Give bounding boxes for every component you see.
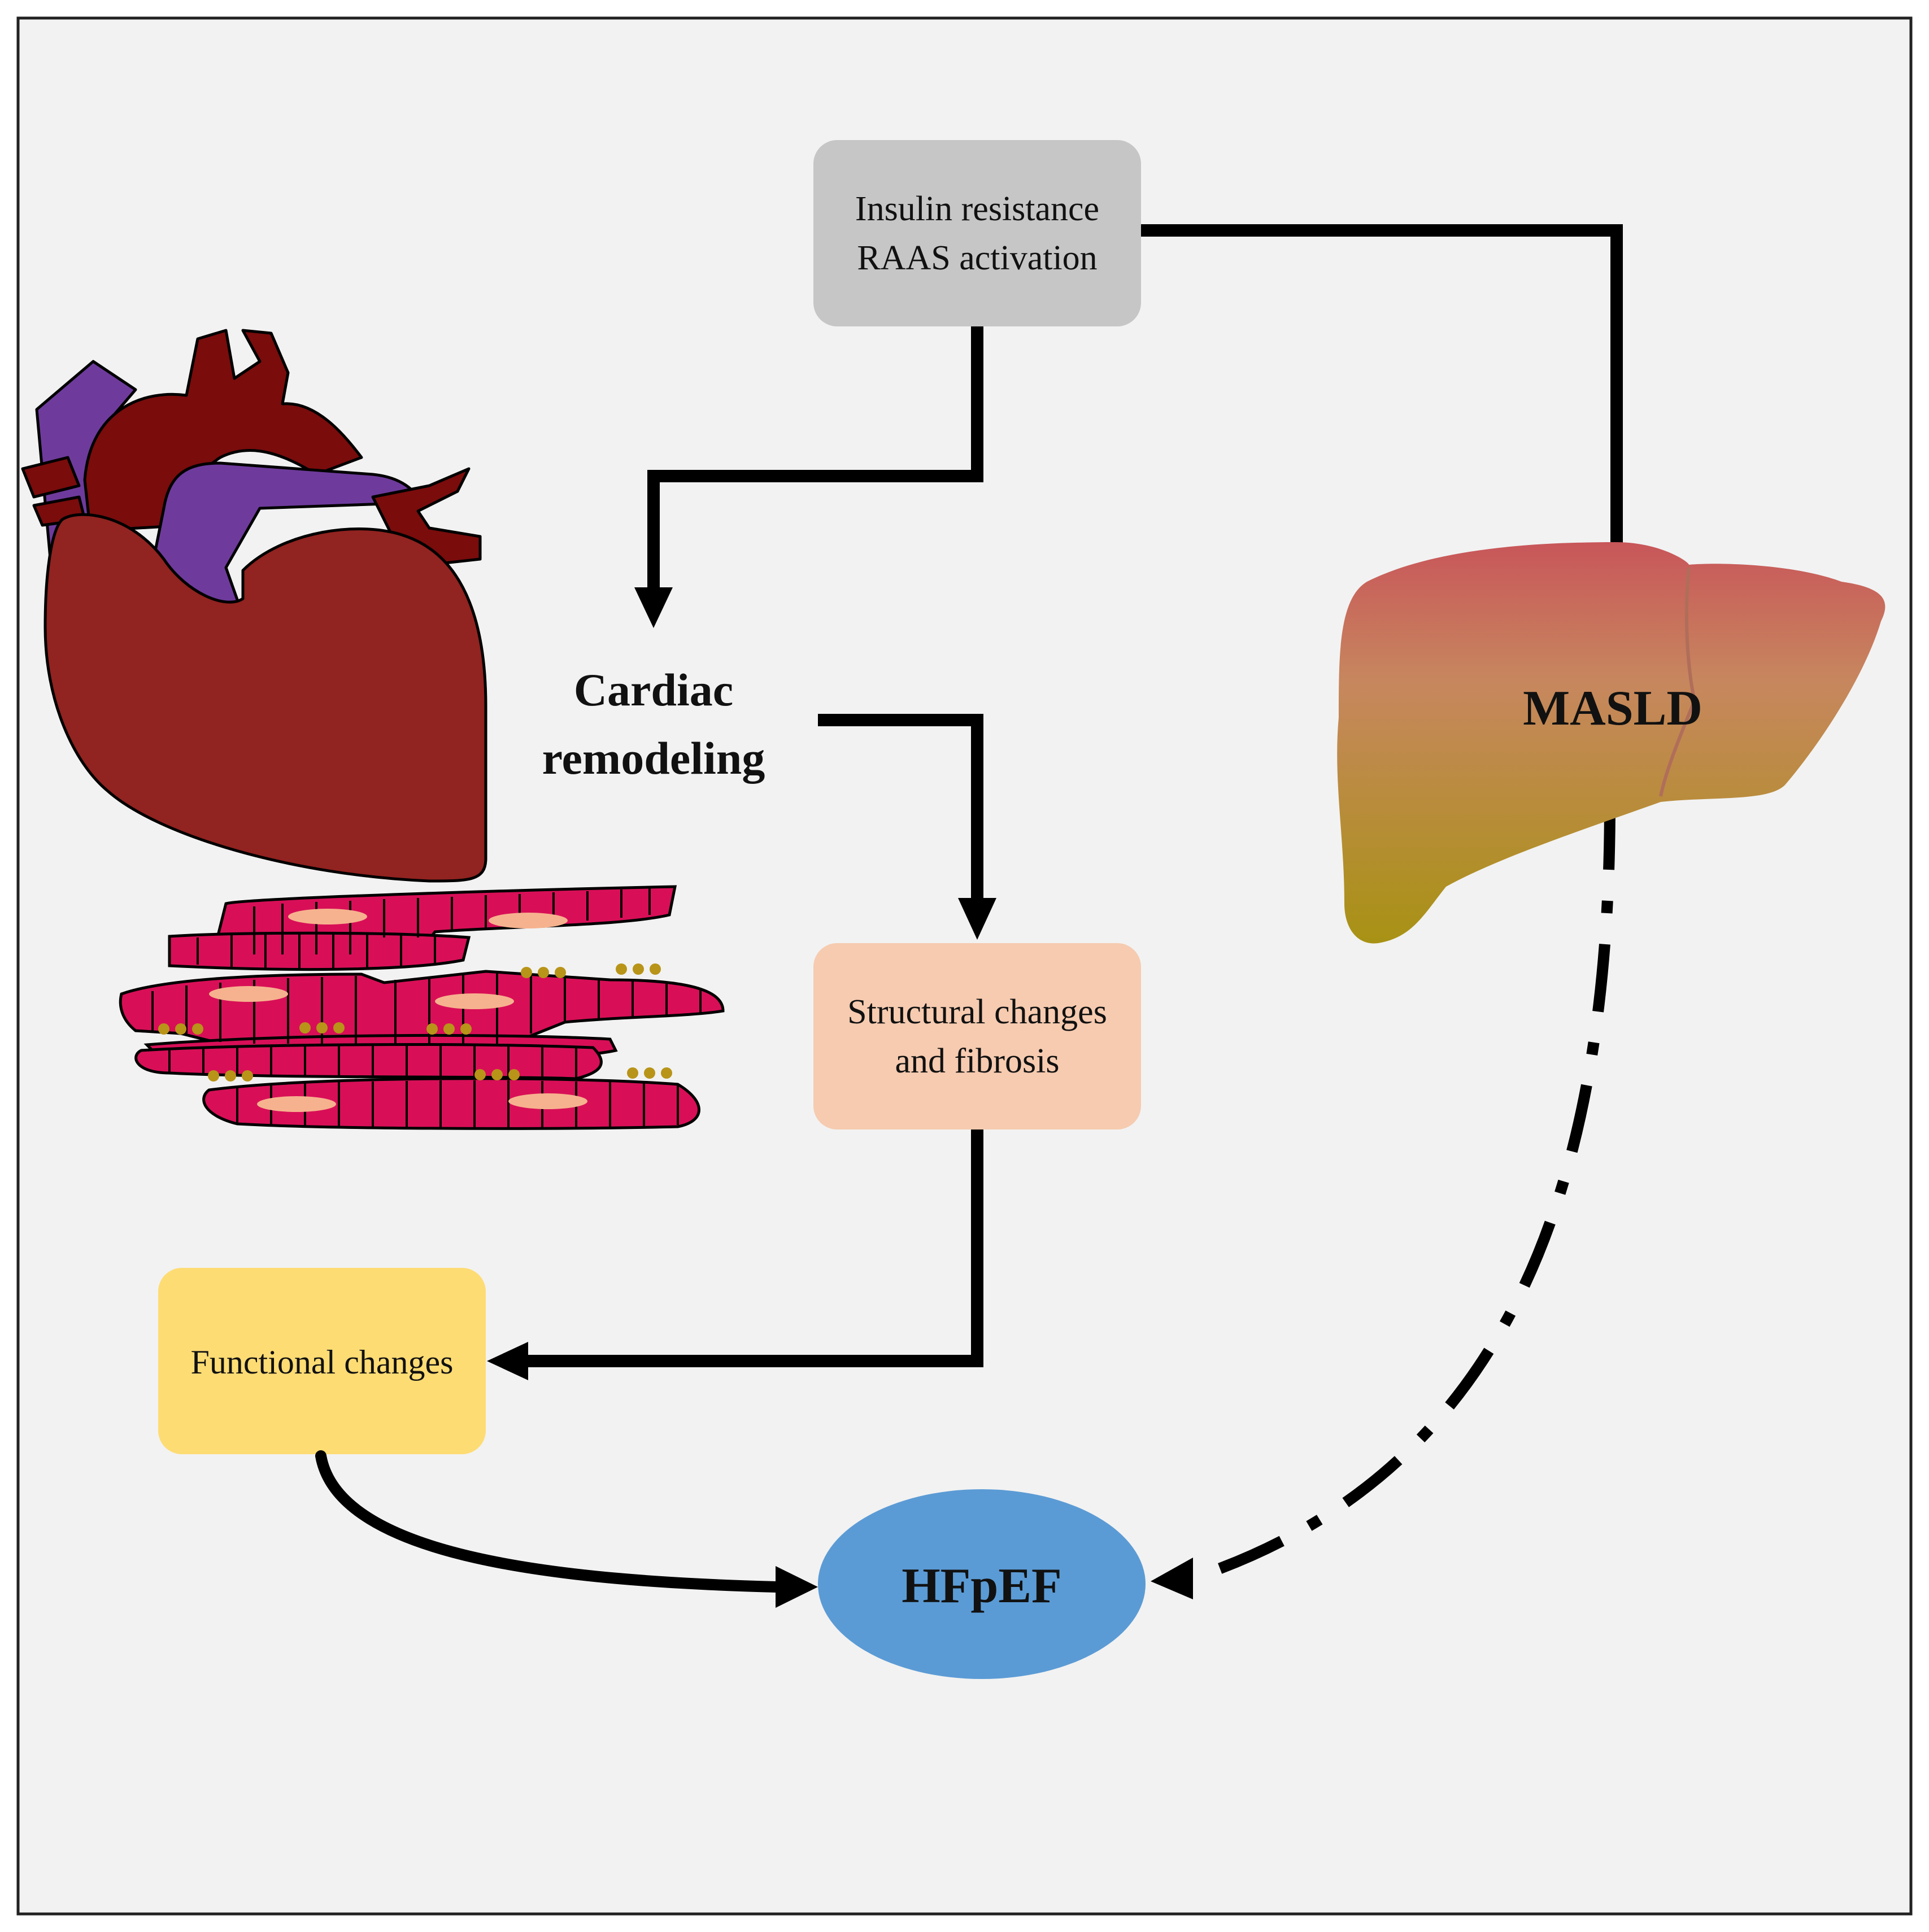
hfpef-ellipse bbox=[818, 1489, 1146, 1679]
arrow-head-cardiac bbox=[634, 587, 673, 628]
insulin-raas-box-shape bbox=[813, 140, 1141, 326]
fibrosis-text: and fibrosis bbox=[895, 1042, 1059, 1080]
structural-changes-text: Structural changes bbox=[847, 993, 1107, 1031]
arrow-head-hfpef-left bbox=[776, 1566, 818, 1608]
arrow-masld-to-hfpef bbox=[1190, 801, 1616, 1584]
functional-changes-text: Functional changes bbox=[191, 1344, 454, 1381]
cardiomyocyte-icon bbox=[119, 885, 725, 1130]
liver-icon bbox=[1337, 542, 1886, 944]
functional-box-shape bbox=[158, 1268, 486, 1454]
masld-label: MASLD bbox=[1523, 681, 1702, 736]
arrow-top-to-cardiac bbox=[647, 326, 983, 587]
cardiac-remodeling-line1: Cardiac bbox=[574, 664, 733, 716]
arrow-head-structural bbox=[958, 898, 996, 940]
arrow-functional-to-hfpef bbox=[315, 1450, 782, 1593]
arrow-head-functional bbox=[487, 1342, 528, 1380]
arrow-structural-to-functional bbox=[528, 1129, 983, 1367]
structural-box-shape bbox=[813, 943, 1141, 1129]
arrow-top-to-masld bbox=[1141, 224, 1623, 570]
insulin-resistance-text: Insulin resistance bbox=[855, 190, 1099, 228]
hfpef-label: HFpEF bbox=[902, 1559, 1062, 1613]
arrow-cardiac-to-structural bbox=[818, 714, 983, 898]
raas-activation-text: RAAS activation bbox=[857, 239, 1097, 277]
heart-icon bbox=[21, 329, 487, 883]
cardiac-remodeling-line2: remodeling bbox=[542, 732, 765, 784]
arrow-head-hfpef-right bbox=[1151, 1558, 1193, 1599]
